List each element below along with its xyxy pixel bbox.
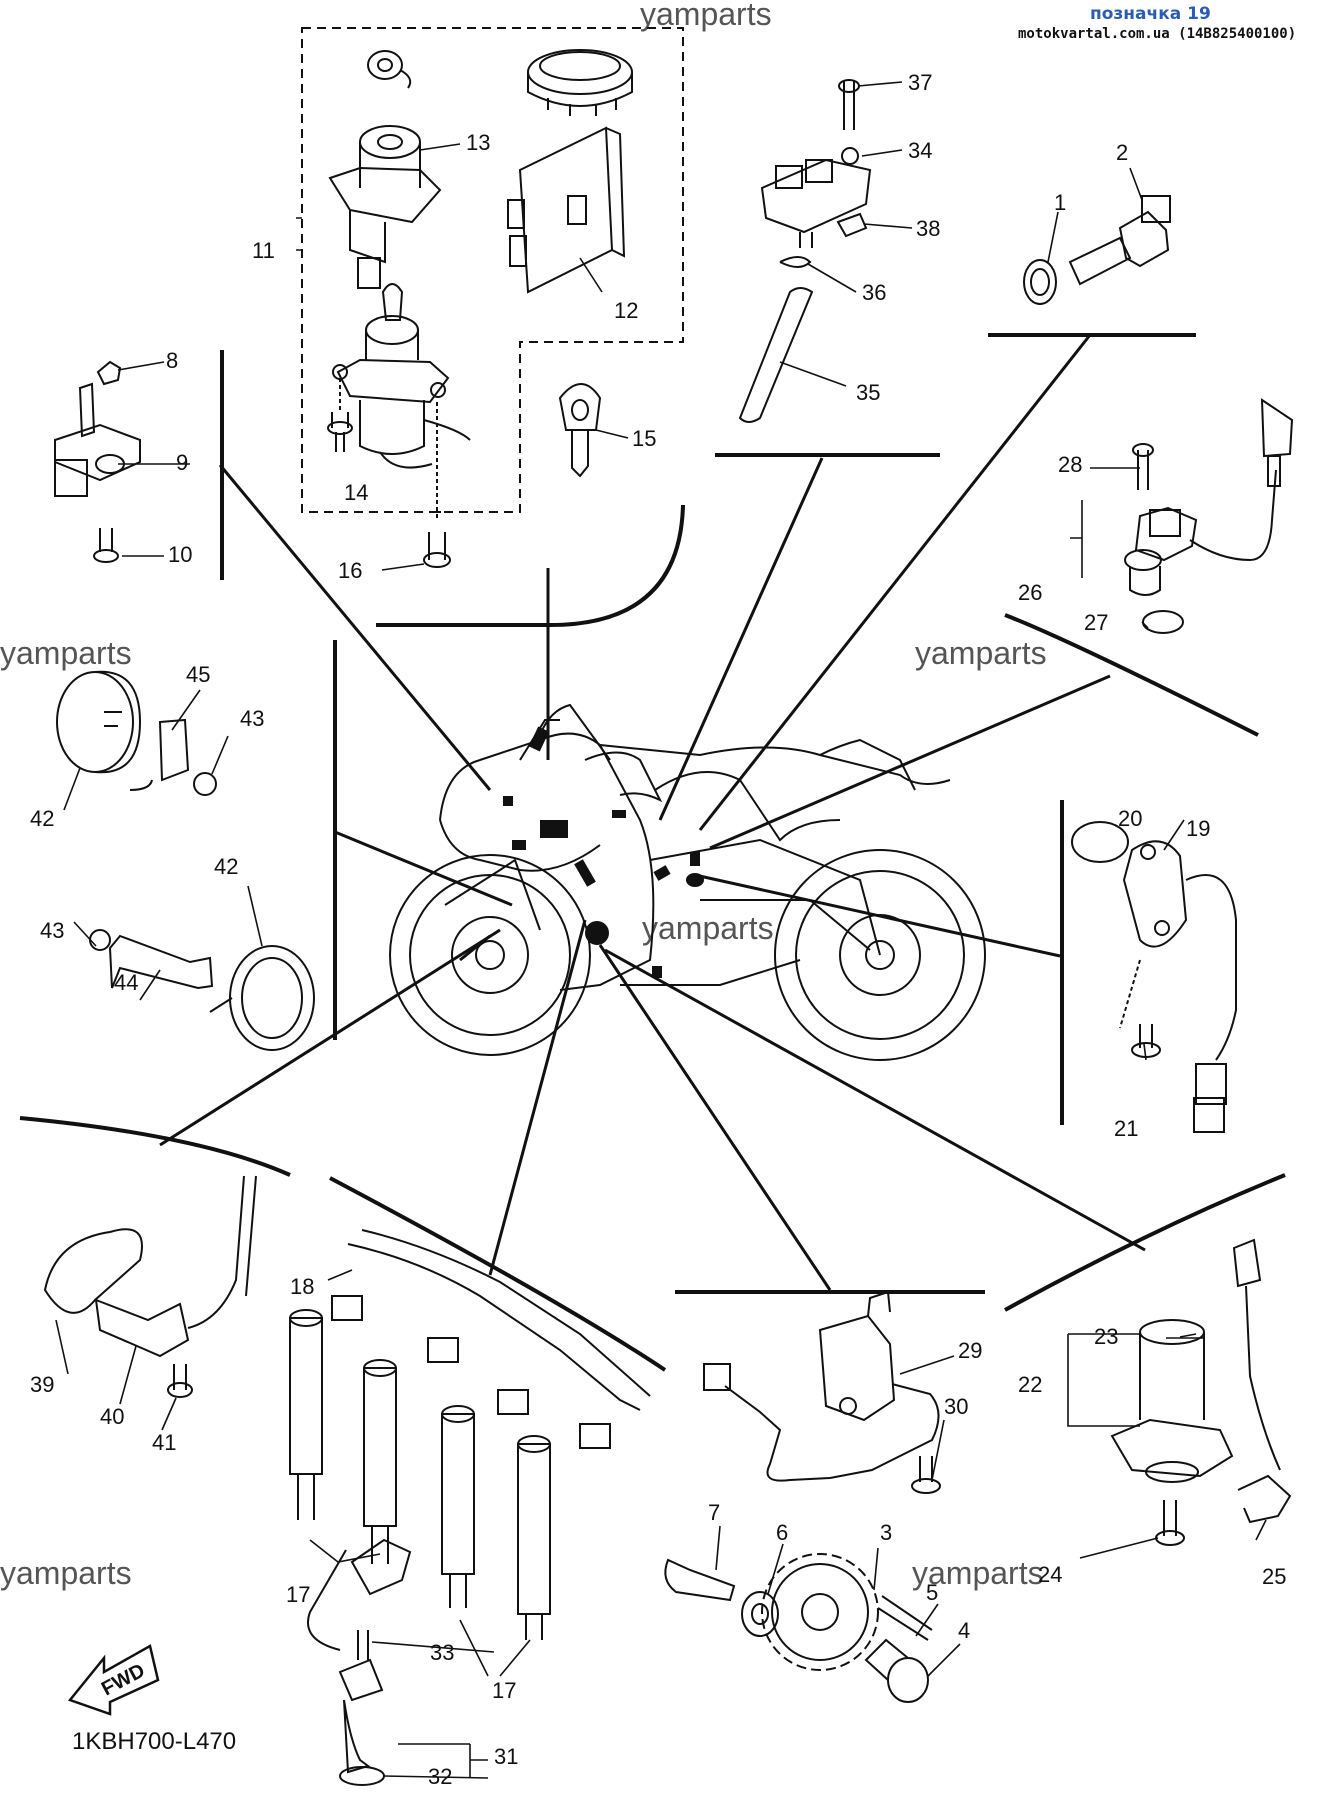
reflector-side-part [89,929,315,1051]
callout-35: 35 [856,380,880,405]
callout-10: 10 [168,542,192,567]
callout-29: 29 [958,1338,982,1363]
motorcycle-outline [389,703,986,1061]
watermark: yamparts [912,1555,1044,1591]
callout-31: 31 [494,1744,518,1769]
cam-sensor-part [1124,398,1294,634]
watermark: yamparts [0,1555,132,1591]
callout-42: 42 [30,806,54,831]
callout-33: 33 [430,1640,454,1665]
callout-24: 24 [1038,1562,1062,1587]
callout-34: 34 [908,138,932,163]
callout-28: 28 [1058,452,1082,477]
callout-43b: 43 [40,918,64,943]
crank-sensor-part [1071,821,1237,1133]
callout-39: 39 [30,1372,54,1397]
key-lock-part [332,283,471,469]
callout-9: 9 [176,450,188,475]
callout-brackets [309,500,1140,1778]
callout-17: 17 [286,1582,310,1607]
watermark: yamparts [640,0,772,32]
header-source: motokvartal.com.ua (14B825400100) [1018,26,1297,42]
callout-22: 22 [1018,1372,1042,1397]
ecu-part [507,126,626,294]
callout-26: 26 [1018,580,1042,605]
diagram-code: 1KBH700-L470 [72,1728,237,1755]
callout-numbers: 1 2 3 4 5 6 7 8 9 10 11 12 13 14 15 16 1… [30,70,1286,1789]
reflector-front-part [56,670,217,796]
callout-7: 7 [708,1500,720,1525]
frame-ignition-set [301,27,684,513]
wire-harness-part [331,1229,651,1449]
callout-4: 4 [958,1618,970,1643]
fwd-arrow-icon [67,1644,160,1716]
callout-leaders [55,81,1267,1779]
callout-25: 25 [1262,1564,1286,1589]
fuel-cap-part [527,49,633,116]
watermark: yamparts [0,635,132,671]
callout-27: 27 [1084,610,1108,635]
speed-sensor-part [54,360,141,563]
screw-16-part [423,511,451,568]
bike-markers [503,726,704,978]
intake-pressure-sensor-part [738,79,872,423]
callout-14: 14 [344,480,368,505]
callout-8: 8 [166,348,178,373]
throttle-sensor-part [703,1290,941,1494]
callout-12: 12 [614,298,638,323]
temp-sensor-part [1023,195,1171,305]
key-15-part [558,383,602,478]
watermark: yamparts [915,635,1047,671]
callout-15: 15 [632,426,656,451]
callout-13: 13 [466,130,490,155]
o2-sensor-part [43,1175,257,1398]
watermark: yamparts [642,910,774,946]
callout-16: 16 [338,558,362,583]
callout-1: 1 [1054,190,1066,215]
callout-5: 5 [926,1580,938,1605]
callout-18: 18 [290,1274,314,1299]
callout-23: 23 [1094,1324,1118,1349]
callout-45: 45 [186,662,210,687]
callout-3: 3 [880,1520,892,1545]
callout-44: 44 [114,970,138,995]
leader-lines [159,334,1146,1291]
callout-17b: 17 [492,1678,516,1703]
callout-42b: 42 [214,854,238,879]
callout-41: 41 [152,1430,176,1455]
callout-32: 32 [428,1764,452,1789]
main-switch-part [328,125,442,289]
callout-40: 40 [100,1404,124,1429]
callout-30: 30 [944,1394,968,1419]
sprocket-part [664,1553,933,1703]
callout-2: 2 [1116,140,1128,165]
callout-38: 38 [916,216,940,241]
callout-37: 37 [908,70,932,95]
fwd-label: FWD [98,1660,149,1701]
seat-lock-part [367,50,412,89]
screw-14-part [327,412,353,452]
neutral-switch-part [307,1538,412,1786]
frame-brackets [19,333,1286,1372]
callout-43: 43 [240,706,264,731]
callout-19: 19 [1186,816,1210,841]
callout-6: 6 [776,1520,788,1545]
pickup-sensor-part [1110,1238,1292,1546]
callout-36: 36 [862,280,886,305]
ignition-coil-part [289,1309,551,1640]
callout-11: 11 [252,238,275,263]
header-link[interactable]: позначка 19 [1090,4,1211,24]
callout-20: 20 [1118,806,1142,831]
callout-21: 21 [1114,1116,1138,1141]
